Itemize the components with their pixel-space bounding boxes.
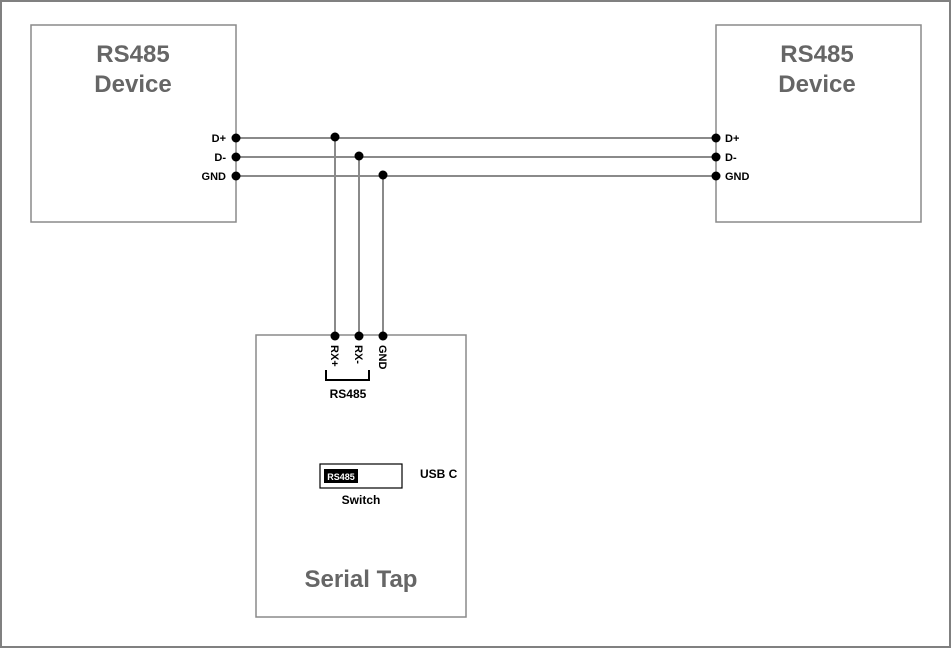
tap-rx-minus-connector <box>354 331 364 341</box>
tap-gnd-connector <box>378 331 388 341</box>
switch-knob[interactable] <box>324 469 358 483</box>
tap-pin-label-rx-plus: RX+ <box>328 345 340 367</box>
left-d-plus-connector <box>231 133 241 143</box>
tap-pin-label-rx-minus: RX- <box>352 345 364 364</box>
serial-tap-title: Serial Tap <box>305 566 418 593</box>
gnd-junction <box>378 170 388 180</box>
right-d-plus-connector <box>711 133 721 143</box>
left-pin-label-gnd: GND <box>202 171 227 183</box>
tap-rx-plus-connector <box>330 331 340 341</box>
right-pin-label-gnd: GND <box>725 171 750 183</box>
right-device-box <box>715 24 922 223</box>
usb-c-label: USB C <box>420 467 458 481</box>
left-device-title-line1: RS485 <box>96 41 169 68</box>
left-pin-label-d-minus: D- <box>214 152 226 164</box>
left-d-minus-connector <box>231 152 241 162</box>
right-rs485-device: RS485 Device D+ D- GND <box>715 24 922 223</box>
left-pin-label-d-plus: D+ <box>212 133 226 145</box>
left-gnd-connector <box>231 171 241 181</box>
d-plus-junction <box>330 132 340 142</box>
right-device-title-line1: RS485 <box>780 41 853 68</box>
rs485-bracket <box>325 370 370 381</box>
left-device-box <box>30 24 237 223</box>
switch-label: Switch <box>342 493 381 507</box>
mode-switch[interactable]: RS485 <box>319 463 403 489</box>
rs485-bus-label: RS485 <box>330 387 367 401</box>
d-minus-junction <box>354 151 364 161</box>
right-pin-label-d-plus: D+ <box>725 133 739 145</box>
right-gnd-connector <box>711 171 721 181</box>
tap-pin-label-gnd: GND <box>376 345 388 370</box>
left-device-title-line2: Device <box>94 71 171 98</box>
serial-tap-device: RX+ RX- GND RS485 RS485 Switch USB C Ser… <box>255 334 467 618</box>
right-pin-label-d-minus: D- <box>725 152 737 164</box>
right-d-minus-connector <box>711 152 721 162</box>
switch-value: RS485 <box>327 472 355 482</box>
right-device-title-line2: Device <box>778 71 855 98</box>
left-rs485-device: RS485 Device D+ D- GND <box>30 24 237 223</box>
